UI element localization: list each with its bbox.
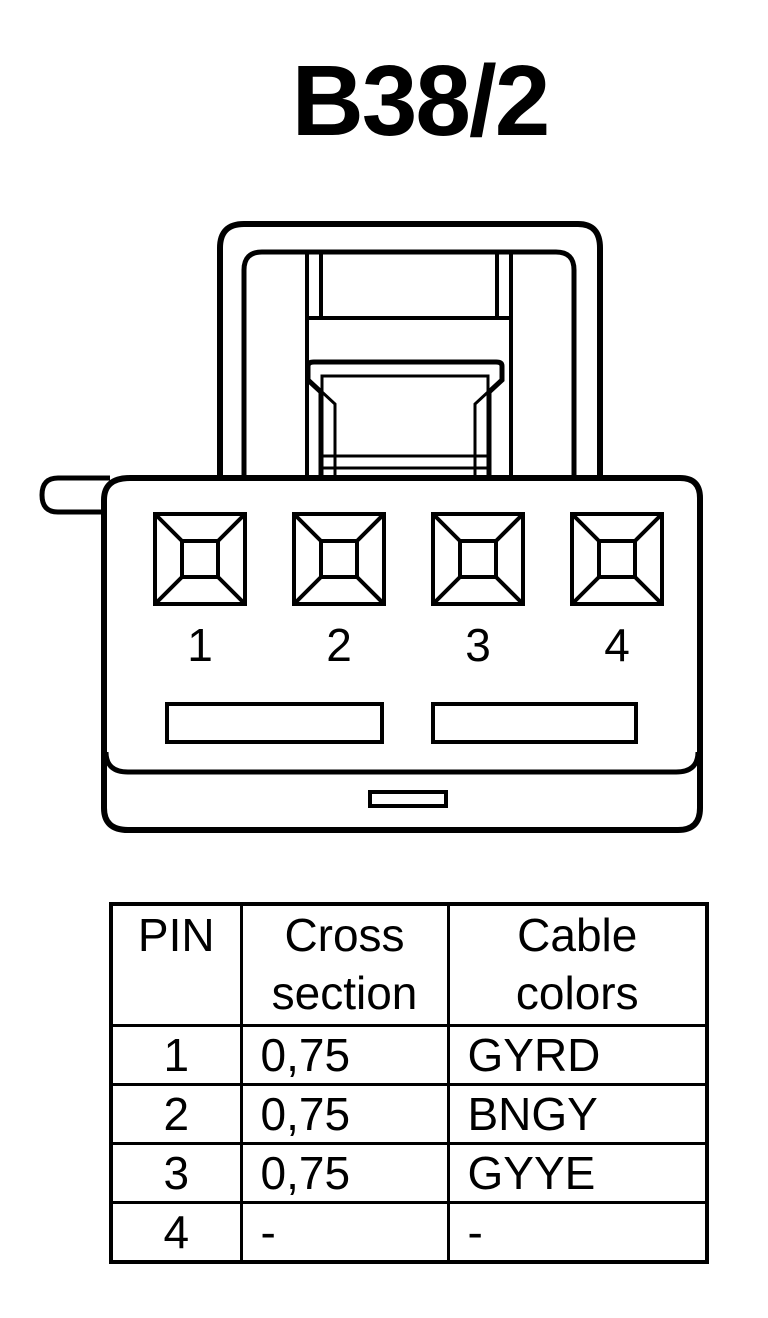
table-row: 4 - - <box>109 1201 709 1264</box>
latch-tongue-inner <box>320 374 490 478</box>
header-cross-line2: section <box>271 967 418 1019</box>
side-tab <box>39 475 110 515</box>
latch-outer <box>217 221 603 478</box>
pin-3-terminal <box>431 512 525 606</box>
cell-cross-section: 0,75 <box>239 1083 450 1145</box>
lower-slot-left <box>165 702 384 744</box>
cell-pin: 2 <box>109 1083 243 1145</box>
cell-cross-section: 0,75 <box>239 1142 450 1204</box>
cell-pin: 4 <box>109 1201 243 1264</box>
housing-ledge <box>103 751 701 775</box>
cell-cross-section: - <box>239 1201 450 1264</box>
pin-label-4: 4 <box>604 619 630 671</box>
pin-1-terminal <box>153 512 247 606</box>
pin-table: PIN Cross section Cable colors 1 0,75 GYRD… <box>109 902 709 1264</box>
table-row: 3 0,75 GYYE <box>109 1142 709 1204</box>
pin-label-2: 2 <box>326 619 352 671</box>
header-pin-label: PIN <box>137 909 215 961</box>
header-cross-section: Cross section <box>239 902 450 1027</box>
pin-2-terminal <box>292 512 386 606</box>
housing-slot <box>368 790 448 808</box>
latch-inner <box>241 249 577 478</box>
table-row: 1 0,75 GYRD <box>109 1024 709 1086</box>
table-header-row: PIN Cross section Cable colors <box>109 902 709 1027</box>
cell-cable-color: GYRD <box>446 1024 709 1086</box>
pin-4-terminal <box>570 512 664 606</box>
header-color-line2: colors <box>515 967 639 1019</box>
connector-title: B38/2 <box>291 45 551 157</box>
cell-cross-section: 0,75 <box>239 1024 450 1086</box>
cell-pin: 3 <box>109 1142 243 1204</box>
cell-pin: 1 <box>109 1024 243 1086</box>
cell-cable-color: - <box>446 1201 709 1264</box>
latch-tongue-outer <box>305 359 505 478</box>
header-cable-colors: Cable colors <box>446 902 709 1027</box>
pin-label-3: 3 <box>465 619 491 671</box>
header-color-line1: Cable <box>517 909 638 961</box>
cell-cable-color: BNGY <box>446 1083 709 1145</box>
pin-label-1: 1 <box>187 619 213 671</box>
header-cross-line1: Cross <box>284 909 405 961</box>
lower-slot-right <box>431 702 638 744</box>
cell-cable-color: GYYE <box>446 1142 709 1204</box>
table-row: 2 0,75 BNGY <box>109 1083 709 1145</box>
connector-diagram <box>39 221 703 833</box>
header-pin: PIN <box>109 902 243 1027</box>
